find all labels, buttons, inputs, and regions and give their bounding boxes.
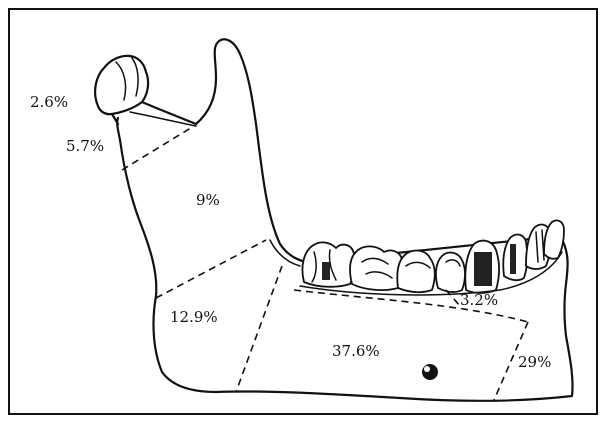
mental-foramen bbox=[422, 364, 438, 380]
divider-ramus-angle bbox=[156, 240, 266, 298]
condylar-neck bbox=[112, 102, 196, 124]
label-angle: 12.9% bbox=[170, 308, 218, 326]
tooth-molar-1-shade bbox=[322, 262, 330, 280]
label-ramus: 9% bbox=[196, 191, 220, 209]
tooth-premolar-1 bbox=[397, 251, 435, 293]
tooth-molar-2 bbox=[350, 246, 403, 290]
tooth-premolar-2 bbox=[436, 253, 465, 293]
mental-foramen-highlight bbox=[424, 366, 430, 372]
tooth-canine-shade bbox=[474, 252, 492, 286]
ramus-inner-contour bbox=[270, 240, 300, 266]
divider-angle-body bbox=[236, 266, 282, 392]
divider-subcondylar bbox=[122, 126, 194, 170]
label-body: 37.6% bbox=[332, 342, 380, 360]
label-condyle: 2.6% bbox=[30, 93, 68, 111]
figure-frame bbox=[9, 9, 597, 414]
condyle-head bbox=[95, 56, 148, 114]
label-alveolar: 3.2% bbox=[460, 291, 498, 309]
label-subcondylar: 5.7% bbox=[66, 137, 104, 155]
label-symphysis: 29% bbox=[518, 353, 551, 371]
tooth-incisor-1-shade bbox=[510, 244, 516, 274]
condyle-detail bbox=[116, 58, 138, 100]
